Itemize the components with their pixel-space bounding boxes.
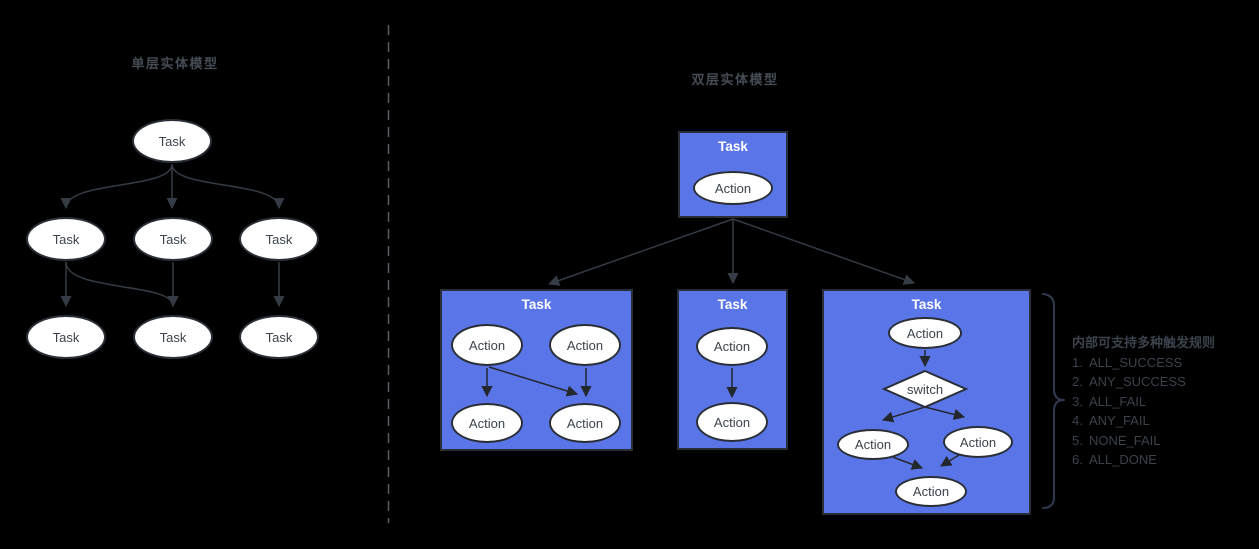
trigger-rule-item: 6. ALL_DONE (1072, 450, 1215, 470)
task-c-action-bottom: Action (895, 476, 967, 507)
trigger-rule-item: 3. ALL_FAIL (1072, 392, 1215, 412)
task-b-box-title: Task (717, 297, 748, 312)
trigger-rule-number: 2. (1072, 374, 1083, 389)
edge-root-to-mid-right (171, 163, 285, 210)
task-a-action-bottomright: Action (549, 403, 621, 443)
task-c-action-right: Action (943, 426, 1013, 458)
edge-c-switch-to-right (924, 406, 966, 420)
left-root-task-node: Task (132, 119, 212, 163)
trigger-rule-number: 4. (1072, 413, 1083, 428)
task-c-action-top: Action (888, 317, 962, 349)
trigger-rule-item: 2. ANY_SUCCESS (1072, 372, 1215, 392)
task-c-action-left: Action (837, 429, 909, 460)
edge-root-to-mid-left (60, 163, 173, 210)
trigger-rule-item: 4. ANY_FAIL (1072, 411, 1215, 431)
edge-c-left-to-bottom (889, 455, 924, 470)
task-a-action-topleft: Action (451, 324, 523, 366)
annotation-brace (1042, 293, 1065, 509)
trigger-rule-label: ALL_DONE (1089, 452, 1157, 467)
left-bottom-task-node-2: Task (133, 315, 213, 359)
edge-a-topleft-to-bottomright (488, 366, 579, 397)
trigger-rule-label: NONE_FAIL (1089, 432, 1161, 448)
root-task-box-title: Task (718, 139, 748, 154)
trigger-rules-annotation: 内部可支持多种触发规则 1. ALL_SUCCESS 2. ANY_SUCCES… (1072, 333, 1215, 470)
trigger-rule-label: ANY_FAIL (1089, 413, 1150, 428)
task-c-box-title: Task (911, 297, 942, 312)
trigger-rule-number: 3. (1072, 393, 1083, 409)
trigger-rules-title: 内部可支持多种触发规则 (1072, 335, 1216, 350)
root-action-node: Action (693, 171, 773, 205)
left-mid-task-node-3: Task (239, 217, 319, 261)
left-section-title: 单层实体模型 (131, 56, 219, 71)
trigger-rule-number: 1. (1072, 354, 1083, 370)
trigger-rule-label: ALL_SUCCESS (1089, 354, 1183, 370)
trigger-rule-number: 5. (1072, 432, 1083, 448)
edge-roottask-to-task-a (547, 218, 734, 286)
left-mid-task-node-1: Task (26, 217, 106, 261)
edge-c-switch-to-left (881, 406, 926, 423)
left-bottom-task-node-1: Task (26, 315, 106, 359)
edge-roottask-to-task-c (732, 218, 916, 285)
left-bottom-task-node-3: Task (239, 315, 319, 359)
edge-c-right-to-bottom (940, 454, 960, 467)
trigger-rule-number: 6. (1072, 452, 1083, 467)
task-a-box-title: Task (521, 297, 552, 312)
task-a-action-bottomleft: Action (451, 403, 523, 443)
trigger-rule-item: 5. NONE_FAIL (1072, 431, 1215, 451)
trigger-rule-item: 1. ALL_SUCCESS (1072, 353, 1215, 373)
task-b-action-bottom: Action (696, 402, 768, 442)
task-a-action-topright: Action (549, 324, 621, 366)
trigger-rule-label: ANY_SUCCESS (1089, 374, 1186, 389)
switch-diamond (881, 369, 969, 409)
right-section-title: 双层实体模型 (691, 72, 779, 87)
left-mid-task-node-2: Task (133, 217, 213, 261)
trigger-rule-label: ALL_FAIL (1089, 393, 1147, 409)
task-b-action-top: Action (696, 327, 768, 366)
